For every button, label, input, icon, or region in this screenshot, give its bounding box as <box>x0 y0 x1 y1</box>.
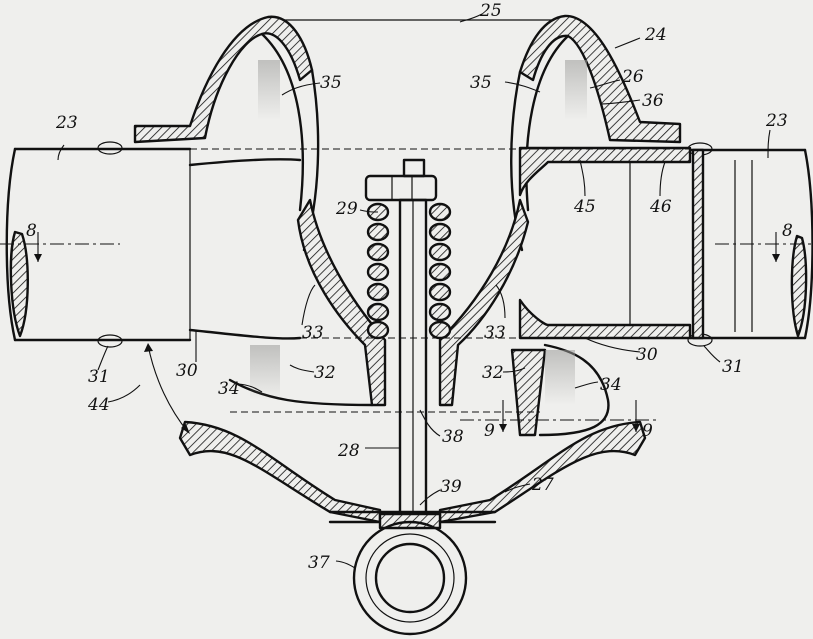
leader-lines <box>57 13 771 569</box>
reference-labels: 25 24 35 35 26 36 23 23 29 45 46 8 8 33 … <box>26 1 793 573</box>
label-32-right: 32 <box>482 363 504 383</box>
label-24: 24 <box>644 25 667 45</box>
label-34-right: 34 <box>600 375 622 395</box>
label-8-right: 8 <box>782 221 793 241</box>
label-39: 39 <box>440 477 462 497</box>
left-inlet <box>135 148 690 413</box>
bolt-assembly <box>352 158 468 636</box>
label-45: 45 <box>573 197 596 217</box>
label-31-right: 31 <box>722 357 744 377</box>
label-44: 44 <box>87 395 110 415</box>
label-8-left: 8 <box>26 221 37 241</box>
label-34-left: 34 <box>218 379 240 399</box>
label-28: 28 <box>337 441 360 461</box>
label-30-right: 30 <box>636 345 658 365</box>
label-33-right: 33 <box>484 323 506 343</box>
arc-44 <box>144 343 190 434</box>
label-23-right: 23 <box>765 111 788 131</box>
label-25: 25 <box>479 1 502 21</box>
label-35-left: 35 <box>320 73 342 93</box>
label-29: 29 <box>335 199 358 219</box>
right-outlet <box>518 146 705 340</box>
section-line-9 <box>460 400 660 432</box>
base <box>178 420 647 524</box>
label-30-left: 30 <box>176 361 198 381</box>
right-pipe <box>687 142 813 347</box>
label-33-left: 33 <box>302 323 324 343</box>
label-9-left: 9 <box>484 421 495 441</box>
section-line-8 <box>0 232 813 262</box>
label-36: 36 <box>642 91 664 111</box>
label-32-left: 32 <box>314 363 336 383</box>
label-35-right: 35 <box>470 73 492 93</box>
label-38: 38 <box>442 427 464 447</box>
label-37: 37 <box>308 553 330 573</box>
label-9-right: 9 <box>642 421 653 441</box>
left-cone <box>228 198 387 407</box>
label-23-left: 23 <box>55 113 78 133</box>
label-27: 27 <box>531 475 554 495</box>
right-cone <box>438 198 610 437</box>
label-31-left: 31 <box>88 367 110 387</box>
label-26: 26 <box>621 67 644 87</box>
housing <box>133 14 682 252</box>
spring <box>366 202 452 340</box>
left-pipe <box>5 141 192 348</box>
label-46: 46 <box>649 197 672 217</box>
